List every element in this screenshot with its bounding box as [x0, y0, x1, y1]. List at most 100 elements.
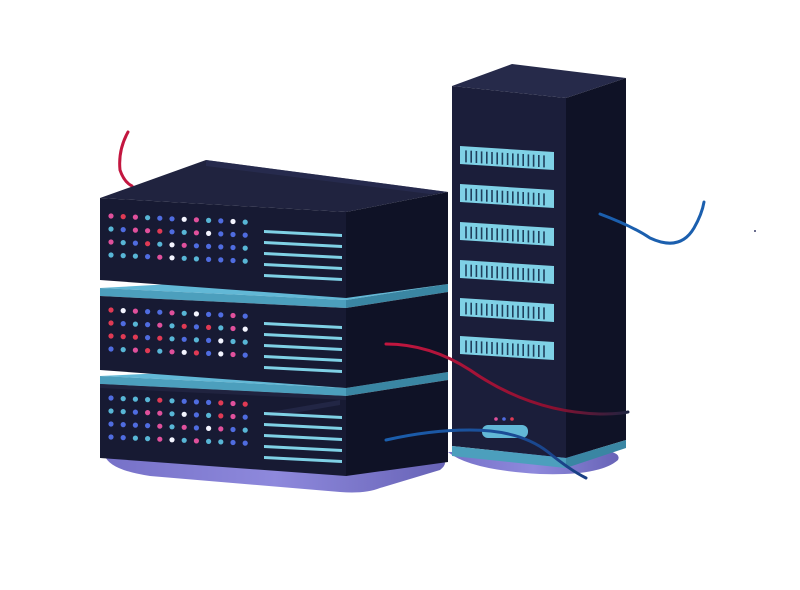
led-light: [132, 308, 138, 314]
led-light: [108, 320, 114, 326]
led-light: [145, 241, 151, 247]
led-light: [181, 336, 187, 342]
led-light: [230, 325, 236, 332]
led-light: [120, 422, 126, 428]
led-light: [193, 217, 199, 223]
led-light: [132, 253, 138, 259]
led-light: [145, 423, 151, 429]
vent-slat: [264, 423, 342, 430]
led-light: [169, 242, 175, 248]
led-light: [157, 335, 163, 341]
vent-slat: [264, 412, 342, 419]
led-light: [206, 425, 212, 431]
led-light: [157, 254, 163, 260]
led-light: [169, 349, 175, 355]
led-light: [242, 352, 248, 358]
led-light: [132, 214, 138, 220]
led-light: [120, 409, 126, 415]
led-light: [242, 440, 248, 446]
vent-icon: [264, 230, 342, 281]
led-light: [120, 240, 126, 246]
led-light: [230, 413, 236, 420]
led-light: [157, 348, 163, 354]
led-light: [145, 397, 151, 403]
led-light: [230, 257, 236, 264]
led-light: [181, 411, 187, 417]
led-light: [230, 338, 236, 345]
led-light: [132, 321, 138, 327]
led-light: [120, 308, 126, 314]
led-light: [181, 310, 187, 316]
led-light: [230, 231, 236, 238]
led-light: [157, 397, 163, 403]
led-light: [218, 244, 224, 250]
led-light: [120, 321, 126, 327]
led-light: [108, 434, 114, 440]
led-light: [206, 243, 212, 249]
led-light: [108, 239, 114, 245]
led-light: [242, 414, 248, 420]
led-light: [169, 336, 175, 342]
vent-slat: [264, 333, 342, 340]
led-light: [132, 435, 138, 441]
led-light: [193, 425, 199, 431]
led-light: [132, 334, 138, 340]
led-light: [218, 400, 224, 406]
led-light: [120, 396, 126, 402]
led-light: [181, 323, 187, 329]
led-light: [218, 257, 224, 263]
led-light: [193, 324, 199, 330]
led-light: [108, 307, 114, 313]
led-light: [169, 424, 175, 430]
led-light: [242, 313, 248, 319]
led-light: [242, 401, 248, 407]
led-light: [193, 311, 199, 317]
vent-slat: [264, 366, 342, 373]
vent-slat: [264, 456, 342, 463]
led-light: [206, 438, 212, 444]
led-light: [218, 426, 224, 432]
led-light: [218, 413, 224, 419]
led-light: [230, 426, 236, 433]
led-light: [230, 218, 236, 225]
led-light: [157, 322, 163, 328]
vent-slat: [264, 445, 342, 452]
led-light: [181, 398, 187, 404]
vent-slat: [264, 241, 342, 248]
vent-slat: [264, 344, 342, 351]
led-light: [169, 411, 175, 417]
led-light: [169, 255, 175, 261]
led-light: [230, 439, 236, 446]
led-light: [157, 309, 163, 315]
led-panel-top: [108, 213, 248, 264]
led-light: [132, 227, 138, 233]
led-light: [242, 232, 248, 238]
vent-slat: [264, 274, 342, 281]
led-light: [181, 349, 187, 355]
led-light: [145, 254, 151, 260]
tower-server-icon: [452, 64, 626, 468]
led-light: [108, 333, 114, 339]
led-light: [157, 228, 163, 234]
led-light: [230, 351, 236, 358]
led-light: [181, 242, 187, 248]
led-light: [218, 218, 224, 224]
led-light: [169, 229, 175, 235]
led-light: [230, 400, 236, 407]
led-light: [242, 326, 248, 332]
network-cable-icon: [384, 200, 756, 480]
led-light: [145, 410, 151, 416]
led-light: [145, 436, 151, 442]
led-light: [157, 423, 163, 429]
led-light: [242, 219, 248, 225]
led-light: [206, 324, 212, 330]
led-light: [157, 215, 163, 221]
led-light: [157, 410, 163, 416]
led-light: [169, 310, 175, 316]
led-light: [218, 231, 224, 237]
vent-slat: [264, 322, 342, 329]
led-light: [157, 241, 163, 247]
led-light: [132, 347, 138, 353]
led-light: [108, 395, 114, 401]
